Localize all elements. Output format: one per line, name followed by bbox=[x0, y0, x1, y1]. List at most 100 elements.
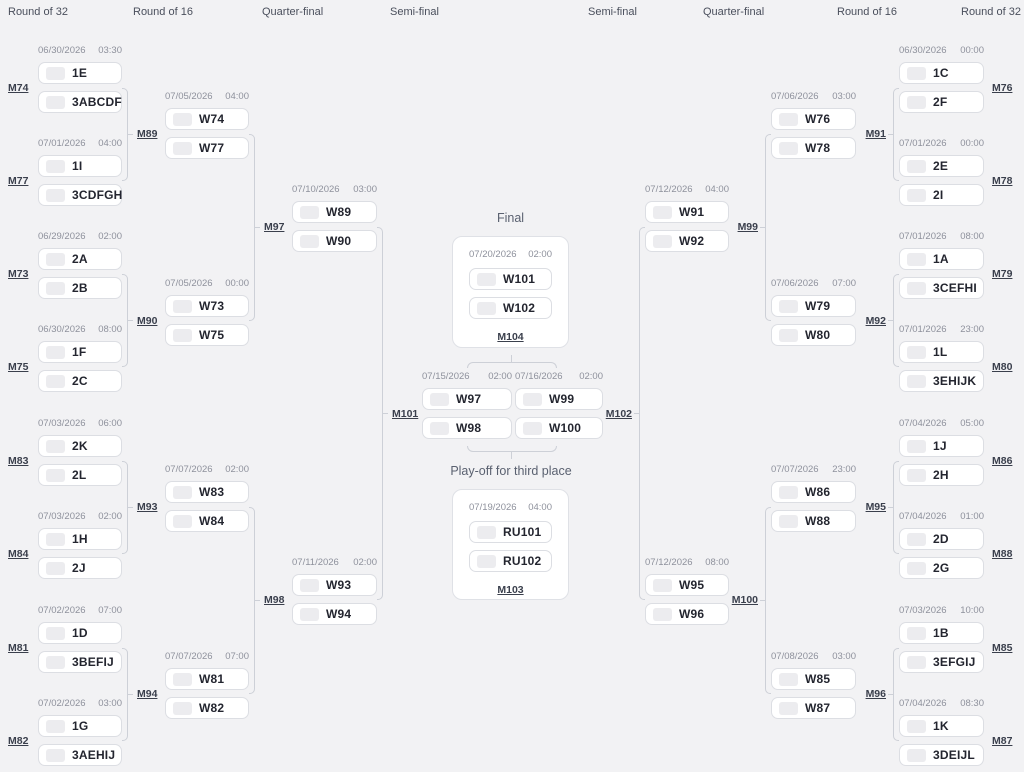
team-slot[interactable]: W78 bbox=[771, 137, 856, 159]
match-link-M89[interactable]: M89 bbox=[137, 127, 158, 140]
match-link-M74[interactable]: M74 bbox=[8, 81, 29, 94]
team-slot[interactable]: 3CEFHI bbox=[899, 277, 984, 299]
match-link-M100[interactable]: M100 bbox=[731, 593, 758, 606]
team-slot[interactable]: W76 bbox=[771, 108, 856, 130]
team-slot[interactable]: W77 bbox=[165, 137, 249, 159]
team-slot[interactable]: W99 bbox=[515, 388, 603, 410]
team-slot[interactable]: W74 bbox=[165, 108, 249, 130]
match-link-M93[interactable]: M93 bbox=[137, 500, 158, 513]
team-slot[interactable]: W91 bbox=[645, 201, 729, 223]
match-link-M94[interactable]: M94 bbox=[137, 687, 158, 700]
team-slot[interactable]: 3EHIJK bbox=[899, 370, 984, 392]
team-slot[interactable]: 1A bbox=[899, 248, 984, 270]
flag-placeholder-icon bbox=[46, 561, 65, 575]
team-slot[interactable]: 1L bbox=[899, 341, 984, 363]
team-slot[interactable]: 2L bbox=[38, 464, 122, 486]
match-link-M85[interactable]: M85 bbox=[992, 641, 1013, 654]
match-link-M82[interactable]: M82 bbox=[8, 734, 29, 747]
team-slot[interactable]: 2K bbox=[38, 435, 122, 457]
match-link-M91[interactable]: M91 bbox=[865, 127, 886, 140]
team-slot[interactable]: 2C bbox=[38, 370, 122, 392]
match-link-M102[interactable]: M102 bbox=[605, 407, 632, 420]
team-slot[interactable]: W82 bbox=[165, 697, 249, 719]
team-slot[interactable]: W93 bbox=[292, 574, 377, 596]
match-link-M101[interactable]: M101 bbox=[392, 407, 419, 420]
match-link-M87[interactable]: M87 bbox=[992, 734, 1013, 747]
match-link-M90[interactable]: M90 bbox=[137, 314, 158, 327]
team-slot[interactable]: 1D bbox=[38, 622, 122, 644]
team-slot[interactable]: W85 bbox=[771, 668, 856, 690]
team-slot[interactable]: 1E bbox=[38, 62, 122, 84]
team-slot[interactable]: 3AEHIJ bbox=[38, 744, 122, 766]
team-slot[interactable]: 2E bbox=[899, 155, 984, 177]
match-link-M77[interactable]: M77 bbox=[8, 174, 29, 187]
team-slot[interactable]: 3CDFGH bbox=[38, 184, 122, 206]
match-link-M96[interactable]: M96 bbox=[865, 687, 886, 700]
team-slot[interactable]: W81 bbox=[165, 668, 249, 690]
team-slot[interactable]: 1J bbox=[899, 435, 984, 457]
team-slot[interactable]: W90 bbox=[292, 230, 377, 252]
team-slot[interactable]: 1F bbox=[38, 341, 122, 363]
match-link-M97[interactable]: M97 bbox=[264, 220, 285, 233]
team-slot[interactable]: W86 bbox=[771, 481, 856, 503]
team-slot[interactable]: W96 bbox=[645, 603, 729, 625]
team-slot[interactable]: W79 bbox=[771, 295, 856, 317]
team-slot[interactable]: RU101 bbox=[469, 521, 552, 543]
team-slot[interactable]: 1B bbox=[899, 622, 984, 644]
team-slot[interactable]: 1C bbox=[899, 62, 984, 84]
team-slot[interactable]: W100 bbox=[515, 417, 603, 439]
team-slot[interactable]: 1H bbox=[38, 528, 122, 550]
match-link-M98[interactable]: M98 bbox=[264, 593, 285, 606]
team-slot[interactable]: W101 bbox=[469, 268, 552, 290]
team-slot[interactable]: W87 bbox=[771, 697, 856, 719]
match-link-M95[interactable]: M95 bbox=[865, 500, 886, 513]
match-link-M99[interactable]: M99 bbox=[737, 220, 758, 233]
team-slot[interactable]: 2B bbox=[38, 277, 122, 299]
team-slot[interactable]: W80 bbox=[771, 324, 856, 346]
team-slot[interactable]: 3EFGIJ bbox=[899, 651, 984, 673]
team-slot[interactable]: W97 bbox=[422, 388, 512, 410]
match-link-M73[interactable]: M73 bbox=[8, 267, 29, 280]
match-link-M88[interactable]: M88 bbox=[992, 547, 1013, 560]
team-slot[interactable]: 1K bbox=[899, 715, 984, 737]
team-slot[interactable]: W73 bbox=[165, 295, 249, 317]
team-slot[interactable]: W94 bbox=[292, 603, 377, 625]
match-link-M83[interactable]: M83 bbox=[8, 454, 29, 467]
team-slot[interactable]: 2F bbox=[899, 91, 984, 113]
team-slot[interactable]: W98 bbox=[422, 417, 512, 439]
team-slot[interactable]: 2G bbox=[899, 557, 984, 579]
team-slot[interactable]: 2I bbox=[899, 184, 984, 206]
team-slot[interactable]: 1I bbox=[38, 155, 122, 177]
team-slot[interactable]: 3ABCDF bbox=[38, 91, 122, 113]
match-link-M81[interactable]: M81 bbox=[8, 641, 29, 654]
team-slot[interactable]: W95 bbox=[645, 574, 729, 596]
team-slot[interactable]: W84 bbox=[165, 510, 249, 532]
team-slot[interactable]: W89 bbox=[292, 201, 377, 223]
team-slot[interactable]: 3DEIJL bbox=[899, 744, 984, 766]
match-link-M75[interactable]: M75 bbox=[8, 360, 29, 373]
match-link-M79[interactable]: M79 bbox=[992, 267, 1013, 280]
team-slot[interactable]: 2D bbox=[899, 528, 984, 550]
team-slot[interactable]: 2A bbox=[38, 248, 122, 270]
team-slot[interactable]: 2J bbox=[38, 557, 122, 579]
match-link-M78[interactable]: M78 bbox=[992, 174, 1013, 187]
match-link-M80[interactable]: M80 bbox=[992, 360, 1013, 373]
team-slot[interactable]: W75 bbox=[165, 324, 249, 346]
match-link-M84[interactable]: M84 bbox=[8, 547, 29, 560]
match-link-M104[interactable]: M104 bbox=[497, 331, 524, 343]
team-slot[interactable]: W102 bbox=[469, 297, 552, 319]
team-slot[interactable]: 2H bbox=[899, 464, 984, 486]
match-date: 07/01/2026 bbox=[38, 138, 86, 149]
team-slot[interactable]: RU102 bbox=[469, 550, 552, 572]
team-slot[interactable]: 3BEFIJ bbox=[38, 651, 122, 673]
team-slot[interactable]: W88 bbox=[771, 510, 856, 532]
match-link-M103[interactable]: M103 bbox=[497, 584, 524, 596]
match-link-M92[interactable]: M92 bbox=[865, 314, 886, 327]
team-slot[interactable]: W83 bbox=[165, 481, 249, 503]
team-slot[interactable]: 1G bbox=[38, 715, 122, 737]
team-slot[interactable]: W92 bbox=[645, 230, 729, 252]
match-link-M76[interactable]: M76 bbox=[992, 81, 1013, 94]
match-link-M86[interactable]: M86 bbox=[992, 454, 1013, 467]
